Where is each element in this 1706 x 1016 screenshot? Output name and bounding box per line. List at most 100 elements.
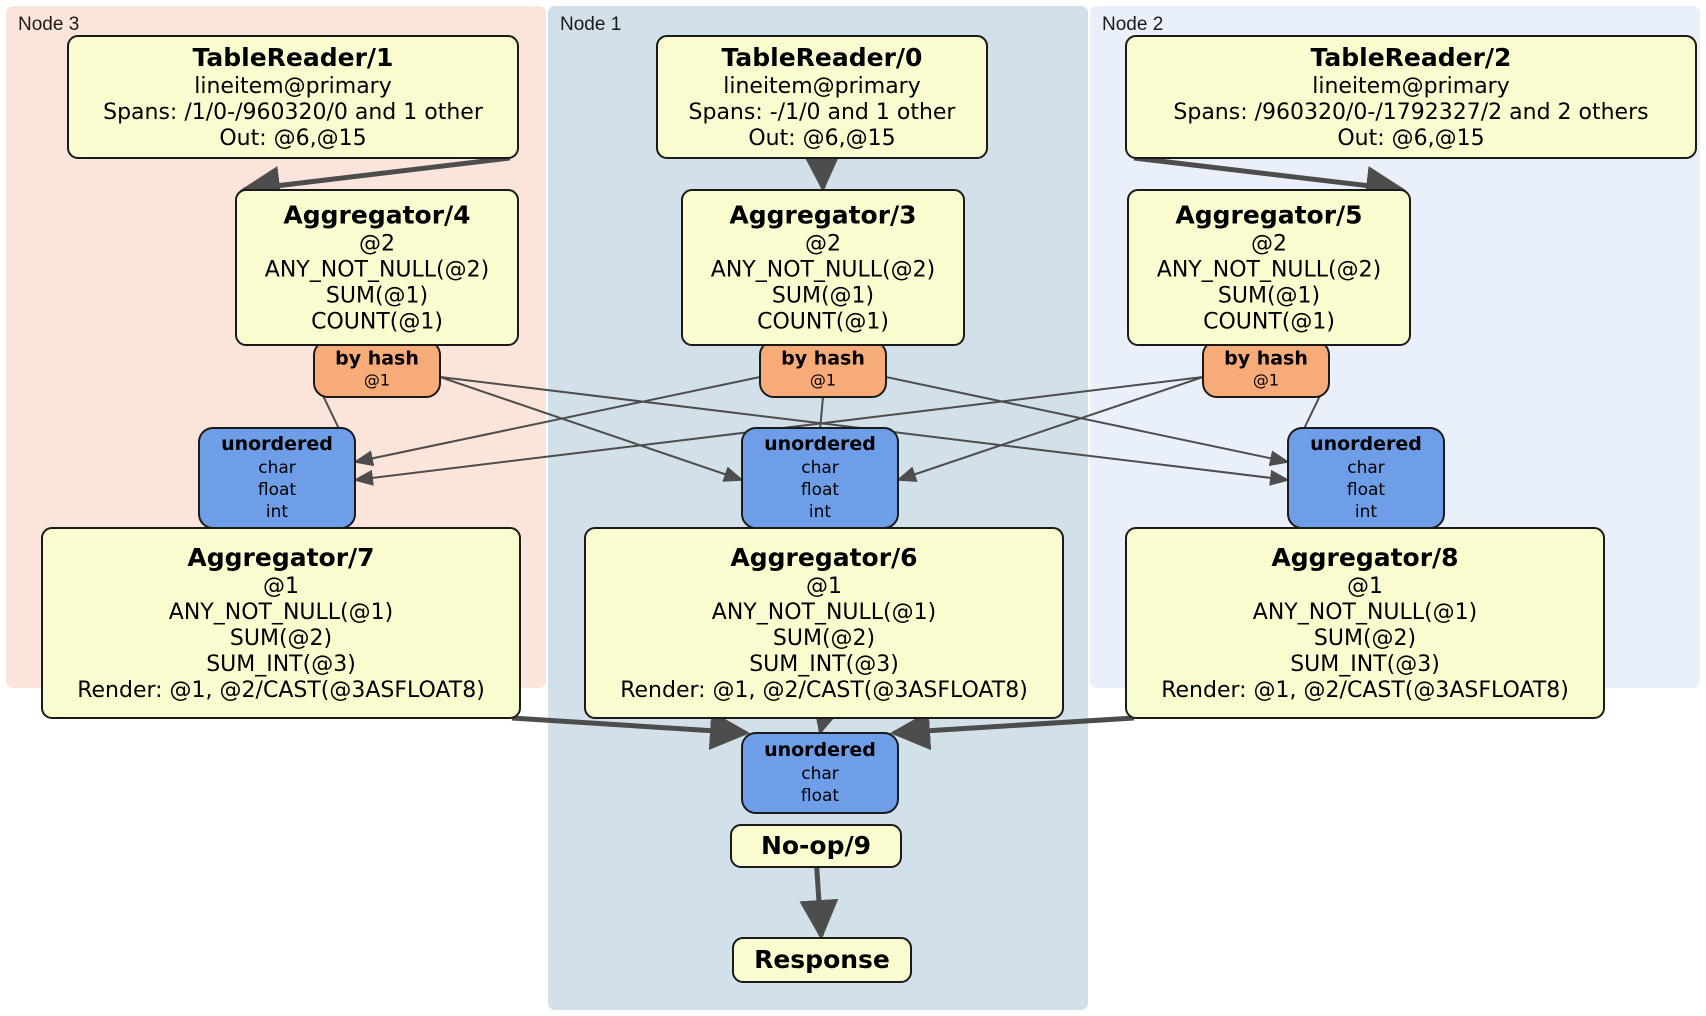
processor-aggregator3: Aggregator/3@2ANY_NOT_NULL(@2)SUM(@1)COU… (681, 189, 965, 346)
processor-frame (41, 527, 521, 719)
receiver-title: unordered (764, 739, 876, 761)
panel-label: Node 3 (18, 14, 79, 35)
processor-line: Out: @6,@15 (219, 126, 366, 151)
processor-line: @1 (806, 574, 842, 599)
edge-agg6-final (810, 691, 849, 735)
processor-line: ANY_NOT_NULL(@1) (169, 600, 393, 625)
edge-tr0-agg3 (802, 151, 842, 192)
router-title: by hash (1224, 348, 1308, 370)
receiver-line: int (1355, 502, 1377, 522)
processor-line: ANY_NOT_NULL(@2) (265, 258, 489, 283)
processor-title: Aggregator/8 (1271, 543, 1458, 572)
panel-background (6, 6, 546, 688)
processor-aggregator4: Aggregator/4@2ANY_NOT_NULL(@2)SUM(@1)COU… (235, 189, 519, 346)
edge-h1-u2 (885, 376, 1290, 467)
processor-title: TableReader/0 (722, 43, 923, 72)
panel-label: Node 1 (560, 14, 621, 35)
receiver-line: char (1347, 458, 1385, 478)
processor-frame (730, 824, 902, 868)
processor-line: SUM(@1) (772, 284, 874, 309)
edge-noop-response (799, 866, 839, 940)
processor-line: SUM_INT(@3) (206, 652, 356, 677)
receiver-title: unordered (764, 433, 876, 455)
receiver-line: float (1347, 480, 1386, 500)
node-panel-node2: Node 2 (1090, 6, 1700, 688)
processor-title: Aggregator/5 (1175, 201, 1362, 230)
processor-title: TableReader/1 (193, 43, 394, 72)
processor-frame (1125, 527, 1605, 719)
processor-line: SUM(@2) (1314, 626, 1416, 651)
processor-line: Out: @6,@15 (748, 126, 895, 151)
processor-title: TableReader/2 (1311, 43, 1512, 72)
processor-line: COUNT(@1) (757, 310, 889, 335)
processor-line: SUM(@1) (1218, 284, 1320, 309)
processor-frame (681, 189, 965, 346)
processor-line: SUM_INT(@3) (1290, 652, 1440, 677)
router-title: by hash (781, 348, 865, 370)
processor-title: Aggregator/4 (283, 201, 470, 230)
processor-frame (1125, 35, 1697, 159)
processor-line: ANY_NOT_NULL(@2) (1157, 258, 1381, 283)
receiver-frame (741, 732, 899, 814)
processor-line: Spans: -/1/0 and 1 other (689, 100, 957, 125)
receiver-line: float (801, 786, 840, 806)
processor-title: Aggregator/3 (729, 201, 916, 230)
router-byhash-node2: by hash@1 (1202, 340, 1330, 398)
edge-agg8-final (890, 711, 1135, 751)
receiver-line: float (258, 480, 297, 500)
receiver-line: char (801, 764, 839, 784)
processor-line: ANY_NOT_NULL(@1) (712, 600, 936, 625)
processor-line: @1 (263, 574, 299, 599)
edge-h1-u1 (819, 396, 824, 431)
receiver-line: float (801, 480, 840, 500)
processor-line: COUNT(@1) (1203, 310, 1335, 335)
receiver-line: char (258, 458, 296, 478)
processor-frame (1127, 189, 1411, 346)
panel-background (1090, 6, 1700, 688)
processor-noop9: No-op/9 (730, 824, 902, 868)
processor-title: Response (754, 945, 890, 974)
edge-tr1-agg4 (240, 155, 511, 205)
processor-line: SUM(@2) (230, 626, 332, 651)
panel-label: Node 2 (1102, 14, 1163, 35)
processor-line: @2 (359, 232, 395, 257)
edge-agg7-final (511, 711, 750, 751)
processor-aggregator8: Aggregator/8@1ANY_NOT_NULL(@1)SUM(@2)SUM… (1125, 527, 1605, 719)
processor-line: lineitem@primary (723, 74, 921, 99)
processor-line: Out: @6,@15 (1337, 126, 1484, 151)
router-line: @1 (810, 371, 836, 390)
edge-h1-u3 (353, 376, 761, 467)
processor-frame (235, 189, 519, 346)
processor-line: @2 (805, 232, 841, 257)
processor-line: Spans: /960320/0-/1792327/2 and 2 others (1173, 100, 1648, 125)
router-byhash-node1: by hash@1 (759, 340, 887, 398)
processor-line: SUM(@1) (326, 284, 428, 309)
processor-line: Spans: /1/0-/960320/0 and 1 other (103, 100, 484, 125)
receiver-title: unordered (1310, 433, 1422, 455)
processor-aggregator7: Aggregator/7@1ANY_NOT_NULL(@1)SUM(@2)SUM… (41, 527, 521, 719)
processor-line: ANY_NOT_NULL(@2) (711, 258, 935, 283)
processor-line: COUNT(@1) (311, 310, 443, 335)
receiver-line: int (809, 502, 831, 522)
processor-title: Aggregator/6 (730, 543, 917, 572)
edge-h3-u1 (439, 376, 744, 482)
processor-title: No-op/9 (761, 831, 871, 860)
processor-frame (732, 937, 912, 983)
processor-line: lineitem@primary (1312, 74, 1510, 99)
edge-tr2-agg5 (1133, 155, 1406, 205)
processor-frame (584, 527, 1064, 719)
processor-line: @1 (1347, 574, 1383, 599)
processor-line: Render: @1, @2/CAST(@3ASFLOAT8) (620, 678, 1028, 703)
processor-aggregator5: Aggregator/5@2ANY_NOT_NULL(@2)SUM(@1)COU… (1127, 189, 1411, 346)
router-line: @1 (364, 371, 390, 390)
router-line: @1 (1253, 371, 1279, 390)
